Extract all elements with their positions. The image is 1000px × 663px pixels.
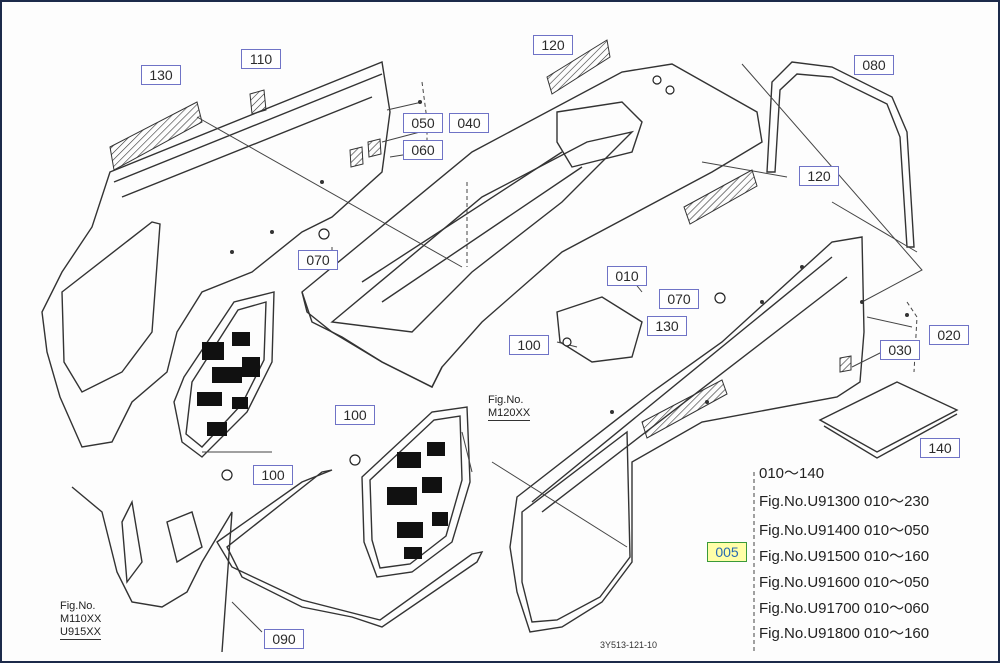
callout-140[interactable]: 140 bbox=[920, 438, 960, 458]
callout-100-lower[interactable]: 100 bbox=[335, 405, 375, 425]
rear-frame-seal bbox=[766, 61, 915, 248]
legend-row-u91700[interactable]: Fig.No.U91700 010～060 bbox=[759, 600, 930, 617]
legend-row-u91300[interactable]: Fig.No.U91300 010～230 bbox=[759, 493, 930, 510]
legend-row-u91400[interactable]: Fig.No.U91400 010～050 bbox=[759, 522, 930, 539]
callout-130-mid[interactable]: 130 bbox=[647, 316, 687, 336]
callout-120-right[interactable]: 120 bbox=[799, 166, 839, 186]
callout-080[interactable]: 080 bbox=[854, 55, 894, 75]
legend-range-all: 010～140 bbox=[759, 465, 825, 482]
callout-100-left[interactable]: 100 bbox=[253, 465, 293, 485]
callout-050[interactable]: 050 bbox=[403, 113, 443, 133]
callout-010[interactable]: 010 bbox=[607, 266, 647, 286]
fig-note-m120-line2: M120XX bbox=[488, 407, 531, 421]
fig-note-m110-line1: Fig.No. bbox=[60, 600, 96, 612]
floor-mat bbox=[818, 381, 959, 459]
bolt-fasteners bbox=[221, 75, 726, 481]
glass-print-pattern bbox=[197, 332, 448, 559]
callout-030[interactable]: 030 bbox=[880, 340, 920, 360]
callout-070-mid[interactable]: 070 bbox=[659, 289, 699, 309]
legend-row-u91600[interactable]: Fig.No.U91600 010～050 bbox=[759, 574, 930, 591]
door-seal-strip bbox=[216, 469, 484, 628]
callout-020[interactable]: 020 bbox=[929, 325, 969, 345]
callout-110[interactable]: 110 bbox=[241, 49, 281, 69]
fig-note-m110: Fig.No. M110XX U915XX bbox=[60, 600, 102, 640]
drawing-code: 3Y513-121-10 bbox=[600, 640, 658, 650]
right-window-glass bbox=[361, 406, 471, 578]
fig-note-m120-line1: Fig.No. bbox=[488, 394, 524, 406]
callout-070-left[interactable]: 070 bbox=[298, 250, 338, 270]
left-side-panel bbox=[41, 61, 391, 448]
callout-120-top[interactable]: 120 bbox=[533, 35, 573, 55]
legend-row-u91500[interactable]: Fig.No.U91500 010～160 bbox=[759, 548, 930, 565]
callout-040[interactable]: 040 bbox=[449, 113, 489, 133]
left-window-glass bbox=[173, 291, 275, 458]
callout-100-mid[interactable]: 100 bbox=[509, 335, 549, 355]
fig-note-m110-line3: U915XX bbox=[60, 626, 102, 640]
fig-note-m120: Fig.No. M120XX bbox=[488, 394, 531, 421]
lower-left-pillar bbox=[71, 486, 233, 653]
legend-row-u91800[interactable]: Fig.No.U91800 010～160 bbox=[759, 625, 930, 642]
roof-cover bbox=[301, 63, 763, 388]
decal-labels bbox=[109, 39, 852, 439]
bracket-assembly bbox=[556, 296, 643, 363]
callout-005[interactable]: 005 bbox=[707, 542, 747, 562]
callout-130-top[interactable]: 130 bbox=[141, 65, 181, 85]
fig-note-m110-line2: M110XX bbox=[60, 613, 102, 625]
callout-060[interactable]: 060 bbox=[403, 140, 443, 160]
callout-090[interactable]: 090 bbox=[264, 629, 304, 649]
